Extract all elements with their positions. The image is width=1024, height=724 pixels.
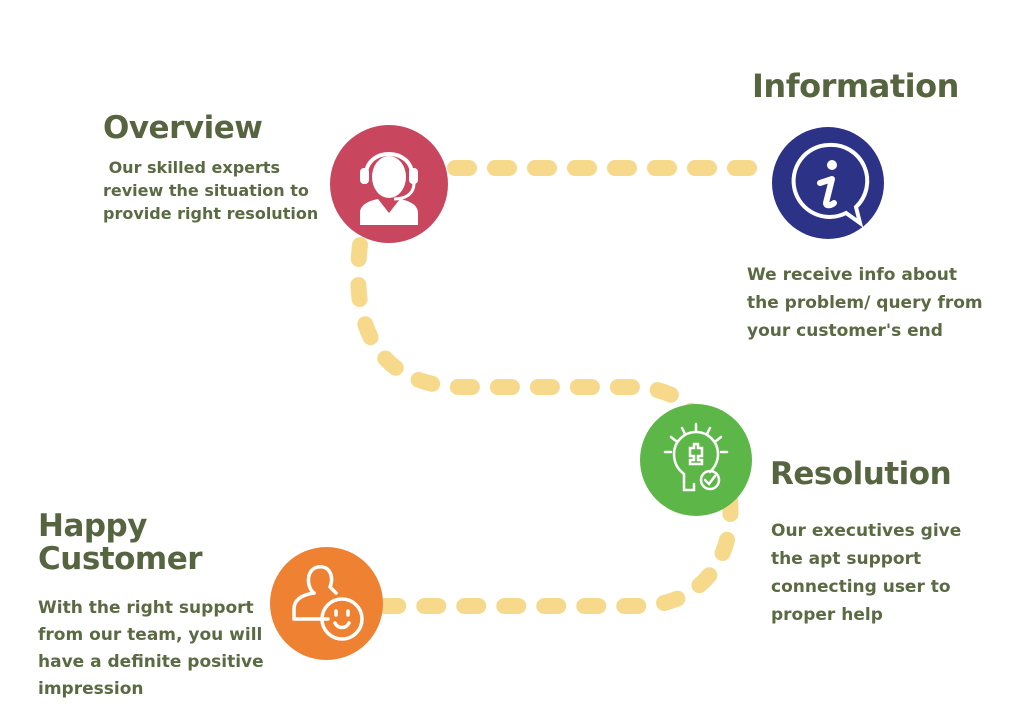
lightbulb-puzzle-check-icon bbox=[663, 422, 729, 492]
resolution-title: Resolution bbox=[770, 456, 952, 492]
information-title: Information bbox=[752, 67, 959, 105]
happy-customer-title-line: Customer bbox=[38, 540, 203, 577]
information-description: We receive info about the problem/ query… bbox=[747, 261, 983, 345]
information-desc-line: We receive info about bbox=[747, 265, 957, 285]
resolution-desc-line: Our executives give bbox=[771, 521, 962, 541]
overview-title: Overview bbox=[103, 110, 263, 146]
headset-agent-icon bbox=[360, 152, 418, 225]
resolution-desc-line: connecting user to bbox=[771, 577, 951, 597]
happy-customer-desc-line: from our team, you will bbox=[38, 625, 263, 645]
overview-desc-line: review the situation to bbox=[103, 181, 309, 200]
overview-desc-line: provide right resolution bbox=[103, 204, 319, 223]
overview-desc-line: Our skilled experts bbox=[103, 158, 281, 177]
resolution-node bbox=[640, 404, 752, 516]
info-speech-bubble-icon bbox=[791, 142, 870, 228]
resolution-desc-line: the apt support bbox=[771, 549, 922, 569]
happy-customer-title: Happy Customer bbox=[38, 508, 203, 577]
resolution-desc-line: proper help bbox=[771, 605, 883, 625]
happy-customer-title-line: Happy bbox=[38, 508, 147, 544]
resolution-description: Our executives give the apt support conn… bbox=[771, 517, 961, 629]
happy-customer-desc-line: impression bbox=[38, 679, 144, 699]
happy-customer-description: With the right support from our team, yo… bbox=[38, 595, 264, 703]
information-node bbox=[772, 127, 884, 239]
information-desc-line: the problem/ query from bbox=[747, 293, 983, 313]
information-desc-line: your customer's end bbox=[747, 321, 943, 341]
happy-customer-node bbox=[270, 547, 383, 660]
overview-node bbox=[330, 125, 448, 243]
happy-customer-desc-line: With the right support bbox=[38, 598, 254, 618]
user-smiley-icon bbox=[292, 565, 364, 641]
happy-customer-desc-line: have a definite positive bbox=[38, 652, 264, 672]
overview-description: Our skilled experts review the situation… bbox=[103, 156, 318, 225]
